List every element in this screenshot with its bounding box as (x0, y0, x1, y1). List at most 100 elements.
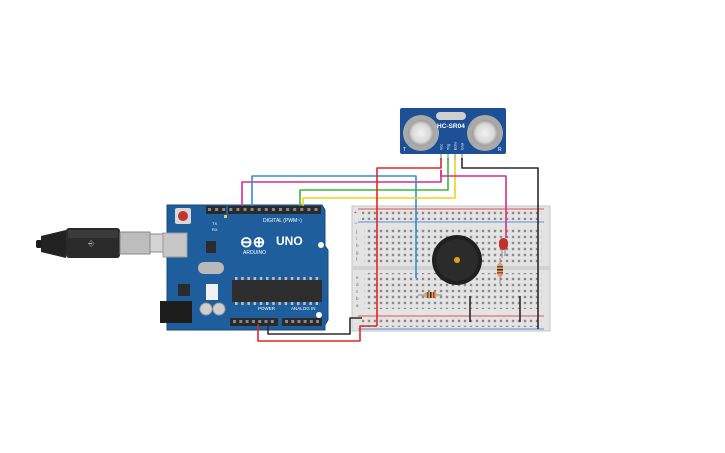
pin-aref[interactable] (208, 208, 211, 211)
chip-pin (235, 277, 238, 280)
wires[interactable] (241, 158, 539, 342)
sensor-pin-label-echo: Echo (454, 142, 458, 150)
pin-6[interactable] (271, 208, 275, 211)
led-l (224, 215, 227, 218)
chip-pin (253, 302, 257, 305)
pin-vin[interactable] (270, 320, 274, 323)
row-letter-b: b (356, 296, 359, 301)
pin-tx1[interactable] (307, 208, 311, 211)
power-analog-pin-holes[interactable] (233, 320, 319, 323)
sensor-pin-vcc[interactable] (440, 154, 442, 160)
wire-black-power (267, 317, 362, 335)
pin-5[interactable] (279, 208, 282, 211)
top-power-rail[interactable] (362, 211, 542, 220)
digital-header-label: DIGITAL (PWM~) (263, 218, 302, 224)
analog-header (282, 318, 322, 326)
pin-a2[interactable] (297, 320, 301, 323)
mounting-hole-2 (316, 312, 322, 318)
capacitor-2 (212, 302, 226, 316)
chip-pin (241, 302, 244, 305)
pin-3[interactable] (293, 208, 297, 211)
pin-9[interactable] (250, 208, 254, 211)
wire-blue (251, 175, 417, 278)
reset-button[interactable] (178, 211, 188, 221)
pin-a0[interactable] (285, 320, 288, 323)
chip-pin (309, 277, 312, 280)
usb-cable-icon[interactable]: ⎆ (36, 228, 171, 258)
wire-green (299, 158, 449, 206)
sensor-pin-gnd[interactable] (461, 154, 463, 160)
row-letter-i: i (356, 236, 357, 241)
capacitor-3 (206, 284, 218, 300)
chip-pin (247, 277, 250, 280)
pin-gnd[interactable] (264, 320, 268, 323)
pin-rx0[interactable] (314, 208, 318, 211)
sensor-side-r: R (498, 147, 502, 153)
pin-12[interactable] (229, 208, 233, 211)
chip-pin (297, 277, 300, 280)
chip-pin (284, 277, 288, 280)
pin-a1[interactable] (291, 320, 295, 323)
pin-13[interactable] (222, 208, 226, 211)
chip-pin (272, 277, 275, 280)
chip-pin (315, 277, 319, 280)
pin-7[interactable] (264, 208, 268, 211)
chip-pin (297, 302, 300, 305)
pin-5v[interactable] (251, 320, 255, 323)
pin-a5[interactable] (316, 320, 319, 323)
resistor-icon[interactable] (418, 292, 442, 298)
usb-chip (206, 241, 216, 253)
sensor-pin-trig[interactable] (447, 154, 449, 160)
rail-minus-label: − (354, 221, 358, 227)
chip-pins (235, 277, 319, 305)
arduino-uno-board[interactable]: ⊖⊕ UNO ARDUINO DIGITAL (PWM~) TX RX POWE… (160, 204, 329, 331)
pin-33v[interactable] (245, 320, 249, 323)
pin-ioref[interactable] (233, 320, 236, 323)
resistor-vertical-icon[interactable] (497, 258, 503, 284)
row-letter-c: c (356, 289, 359, 294)
chip-pin (290, 302, 294, 305)
digital-pin-holes[interactable] (208, 208, 318, 211)
led-icon[interactable] (499, 238, 508, 258)
svg-text:ARDUINO: ARDUINO (243, 250, 266, 256)
wire-red-power (257, 324, 377, 342)
power-header-label: POWER (258, 306, 276, 311)
pin-10[interactable] (243, 208, 247, 211)
chip-pin (303, 277, 306, 280)
pin-4[interactable] (286, 208, 290, 211)
pin-gnd[interactable] (258, 320, 262, 323)
pin-reset[interactable] (239, 320, 243, 323)
pin-8[interactable] (257, 208, 261, 211)
chip-pin (253, 277, 257, 280)
buzzer-icon[interactable] (432, 235, 482, 285)
chip-pin (247, 302, 250, 305)
chip-pin (241, 277, 244, 280)
pin-11[interactable] (236, 208, 240, 211)
row-letter-d: d (356, 282, 359, 287)
row-letter-j: j (355, 229, 357, 234)
tx-label: TX (212, 221, 217, 226)
sensor-crystal (436, 112, 466, 120)
bottom-power-rail[interactable] (362, 318, 542, 327)
row-letter-g: g (356, 250, 359, 255)
chip-pin (266, 302, 269, 305)
crystal (198, 262, 224, 274)
sensor-pin-label-trig: Trig (447, 144, 451, 150)
pin-a4[interactable] (309, 320, 313, 323)
row-letter-a: a (356, 303, 359, 308)
pin-a3[interactable] (303, 320, 307, 323)
pin-2[interactable] (300, 208, 304, 211)
atmega-chip (232, 280, 322, 302)
svg-text:⊖⊕: ⊖⊕ (240, 234, 265, 251)
pin-gnd[interactable] (215, 208, 219, 211)
regulator (178, 284, 190, 296)
chip-pin (272, 302, 275, 305)
chip-pin (309, 302, 312, 305)
power-jack (160, 301, 192, 323)
transmitter-mesh (408, 120, 434, 146)
sensor-pin-echo[interactable] (454, 154, 456, 160)
rx-label: RX (212, 227, 218, 232)
